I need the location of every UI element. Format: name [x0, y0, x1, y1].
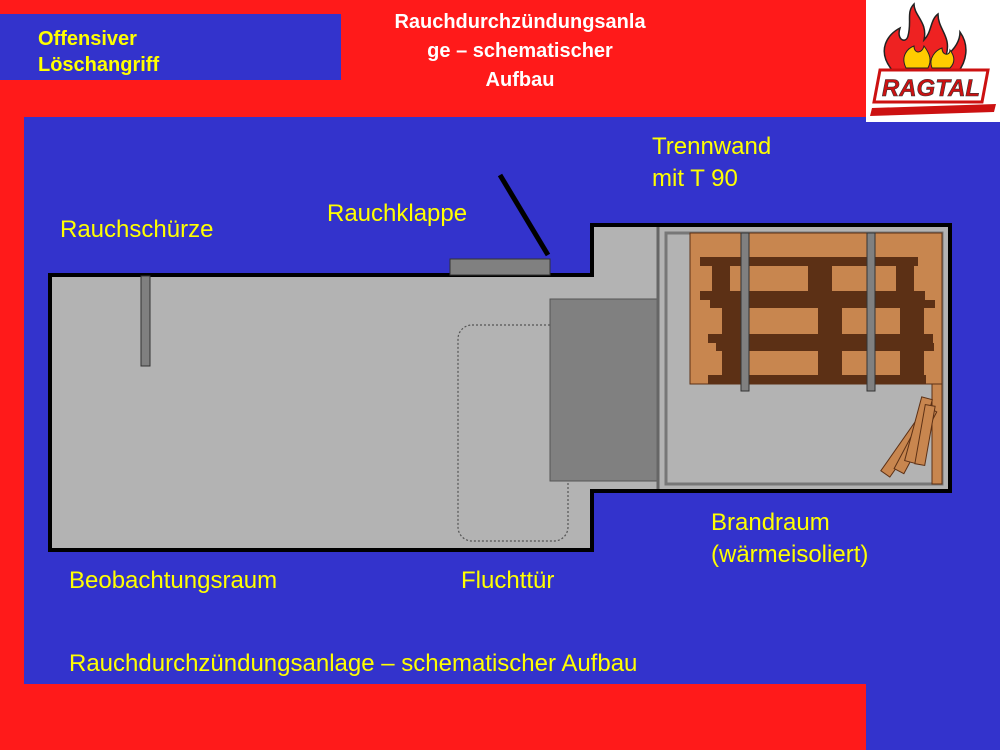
logo-text: RAGTAL	[882, 75, 980, 102]
steel-bar-left	[740, 232, 750, 392]
steel-bar-right	[866, 232, 876, 392]
diagram-caption: Rauchdurchzündungsanlage – schematischer…	[69, 650, 638, 677]
label-brandraum: Brandraum (wärmeisoliert)	[711, 509, 869, 568]
smoke-hatch-base	[449, 258, 551, 276]
partition-block	[549, 298, 659, 482]
company-logo: RAGTAL	[866, 0, 1000, 122]
label-rauchschuerze: Rauchschürze	[60, 216, 214, 243]
section-title: Offensiver Löschangriff	[38, 28, 160, 76]
smoke-hatch-flap	[497, 173, 551, 257]
label-trennwand: Trennwand mit T 90	[652, 133, 772, 192]
smoke-apron	[140, 275, 151, 367]
label-fluchttuer: Fluchttür	[461, 567, 555, 594]
section-header-box: Offensiver Löschangriff	[0, 14, 341, 80]
label-beobachtungsraum: Beobachtungsraum	[69, 567, 278, 594]
flame-logo-icon: RAGTAL	[870, 2, 996, 116]
wood-strip	[931, 383, 943, 485]
label-rauchklappe: Rauchklappe	[327, 200, 468, 227]
pallet-stack	[700, 257, 935, 384]
firewood-pile	[880, 396, 938, 478]
slide-title: Rauchdurchzündungsanla ge – schematische…	[394, 11, 646, 91]
